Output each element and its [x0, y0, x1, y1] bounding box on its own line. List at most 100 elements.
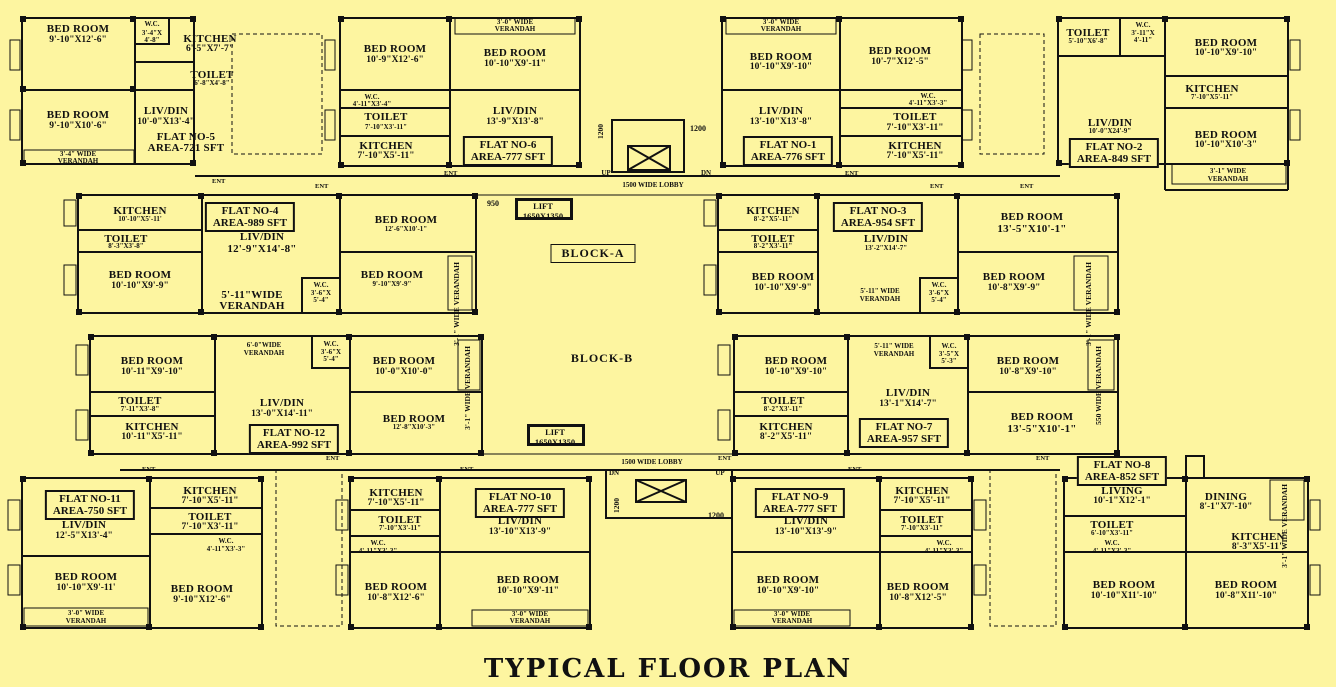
flat1-name: FLAT NO-1: [759, 139, 817, 151]
flat5-bed2-label: BED ROOM: [46, 109, 110, 121]
flat10-verandah2: VERANDAH: [509, 617, 551, 625]
flat9-name: FLAT NO-9: [771, 491, 829, 503]
flat12-kitchen-label: KITCHEN: [125, 421, 179, 433]
flat12-name: FLAT NO-12: [262, 427, 326, 439]
flat9-verandah2: VERANDAH: [771, 617, 813, 625]
flat3-wc-dim2: 5'-4": [931, 296, 947, 304]
bottom-stair-up: UP: [715, 469, 725, 477]
lift-b: [527, 424, 585, 446]
flat1-verandah: 3'-0" WIDE: [762, 18, 800, 26]
flat5-kitchen-label: KITCHEN: [183, 33, 237, 45]
top-stair-dn: DN: [700, 169, 712, 177]
flat4-livdin-label: LIV/DIN: [239, 231, 285, 243]
flat8-kitchen-label: KITCHEN: [1231, 531, 1285, 543]
flat5-bed1-dim: 9'-10"X12'-6": [49, 35, 107, 45]
flat9-wc-label: W.C.: [936, 539, 952, 547]
flat11-bed2-dim: 9'-10"X12'-6": [173, 595, 231, 605]
flat11-kitchen-dim: 7'-10"X5'-11": [181, 496, 239, 506]
flat9-toilet-dim: 7'-10"X3'-11": [901, 524, 943, 532]
flat5-livdin-label: LIV/DIN: [143, 105, 189, 117]
flat2-kitchen-dim: 7'-10"X5'-11": [1191, 93, 1233, 101]
flat3-verandah: 5'-11" WIDE: [860, 287, 900, 295]
flat4-wc-dim: 3'-6"X: [310, 289, 332, 297]
lift-a-size: 1650X1350: [522, 211, 564, 221]
flat3-verandah2: VERANDAH: [859, 295, 901, 303]
flat10-bed2-label: BED ROOM: [496, 574, 560, 586]
flat6-wc-label: W.C.: [364, 93, 380, 101]
flat12-bed3-label: BED ROOM: [382, 413, 446, 425]
flat10-bed1-dim: 10'-8"X12'-6": [367, 593, 425, 603]
flat6-name: FLAT NO-6: [479, 139, 537, 151]
flat4-bed3-dim: 9'-10"X9'-9": [372, 280, 412, 288]
flat10-kitchen-label: KITCHEN: [369, 487, 423, 499]
flat5-toilet-label: TOILET: [190, 69, 234, 81]
flat12-bed3-dim: 12'-8"X10'-3": [392, 423, 436, 431]
flat7-bed1-label: BED ROOM: [764, 355, 828, 367]
flat4-kitchen-label: KITCHEN: [113, 205, 167, 217]
flat1-bed2-dim: 10'-7"X12'-5": [871, 57, 929, 67]
flat5-wc-dim: 3'-4"X 4'-8": [141, 29, 163, 45]
flat12-bed1-label: BED ROOM: [120, 355, 184, 367]
flat8-wc-dim: 4'-11"X3'-3": [1092, 547, 1132, 555]
ent-flat10: ENT: [460, 466, 474, 473]
top-stair-up: UP: [601, 169, 611, 177]
ent-flat3: ENT: [930, 183, 944, 190]
flat2-name: FLAT NO-2: [1085, 141, 1143, 153]
ent-flat7: ENT: [718, 455, 732, 462]
flat4-name: FLAT NO-4: [221, 205, 279, 217]
flat9-toilet-label: TOILET: [900, 514, 944, 526]
flat12-verandah2: VERANDAH: [243, 349, 285, 357]
flat7-livdin-label: LIV/DIN: [885, 387, 931, 399]
flat7-name: FLAT NO-7: [875, 421, 933, 433]
flat7-bed2-dim: 10'-8"X9'-10": [999, 367, 1057, 377]
ent-flat5: ENT: [212, 178, 226, 185]
flat11-toilet-label: TOILET: [188, 511, 232, 523]
flat3-kitchen-label: KITCHEN: [746, 205, 800, 217]
flat7-verandah2: VERANDAH: [873, 350, 915, 358]
flat2-verandah: 3'-1" WIDE: [1209, 167, 1247, 175]
flat7-toilet-dim: 8'-2"X3'-11": [763, 405, 803, 413]
flat11-area: AREA-750 SFT: [52, 505, 128, 518]
flat10-kitchen-dim: 7'-10"X5'-11": [367, 498, 425, 508]
flat9-livdin-dim: 13'-10"X13'-9": [774, 527, 838, 537]
flat5-area: AREA-721 SFT: [147, 142, 225, 154]
flat6-wc-dim: 4'-11"X3'-4": [352, 100, 392, 108]
flat6-kitchen-dim: 7'-10"X5'-11": [357, 151, 415, 161]
flat5-name: FLAT NO-5: [156, 131, 216, 143]
flat3-side-verandah: 3'-1" WIDE VERANDAH: [1084, 262, 1093, 346]
bottom-stair-dn: DN: [608, 469, 620, 477]
flat6-bed2-dim: 10'-10"X9'-11": [484, 59, 546, 69]
flat3-kitchen-dim: 8'-2"X5'-11": [753, 215, 793, 223]
flat2-area: AREA-849 SFT: [1076, 153, 1152, 166]
flat3-bed1-label: BED ROOM: [1000, 211, 1064, 223]
flat9-area: AREA-777 SFT: [762, 503, 838, 516]
ent-flat9: ENT: [848, 466, 862, 473]
flat12-kitchen-dim: 10'-11"X5'-11": [121, 432, 183, 442]
top-lobby-label: 1500 WIDE LOBBY: [622, 181, 684, 189]
flat10-bed1-label: BED ROOM: [364, 581, 428, 593]
flat1-bed2-label: BED ROOM: [868, 45, 932, 57]
flat12-bed2-label: BED ROOM: [372, 355, 436, 367]
flat8-dining-label: DINING: [1204, 491, 1248, 503]
flat11-wc-label: W.C.: [218, 537, 234, 545]
flat4-bed1-dim: 12'-6"X10'-1": [384, 225, 428, 233]
flat2-toilet-label: TOILET: [1066, 27, 1110, 39]
flat9-bed1-label: BED ROOM: [756, 574, 820, 586]
ent-flat8: ENT: [1036, 455, 1050, 462]
flat8-bed2-label: BED ROOM: [1214, 579, 1278, 591]
ent-flat6: ENT: [444, 170, 458, 177]
flat4-wc-label: W.C.: [313, 281, 329, 289]
flat7-wc-label: W.C.: [941, 342, 957, 350]
top-stair-dim: 1200: [690, 124, 706, 133]
flat3-livdin-label: LIV/DIN: [863, 233, 909, 245]
lift-b-label: LIFT: [545, 427, 565, 437]
flat10-toilet-label: TOILET: [378, 514, 422, 526]
flat1-wc-dim: 4'-11"X3'-3": [908, 99, 948, 107]
flat4-kitchen-dim: 10'-10"X5'-11': [118, 215, 162, 223]
page-title: TYPICAL FLOOR PLAN: [483, 654, 853, 684]
